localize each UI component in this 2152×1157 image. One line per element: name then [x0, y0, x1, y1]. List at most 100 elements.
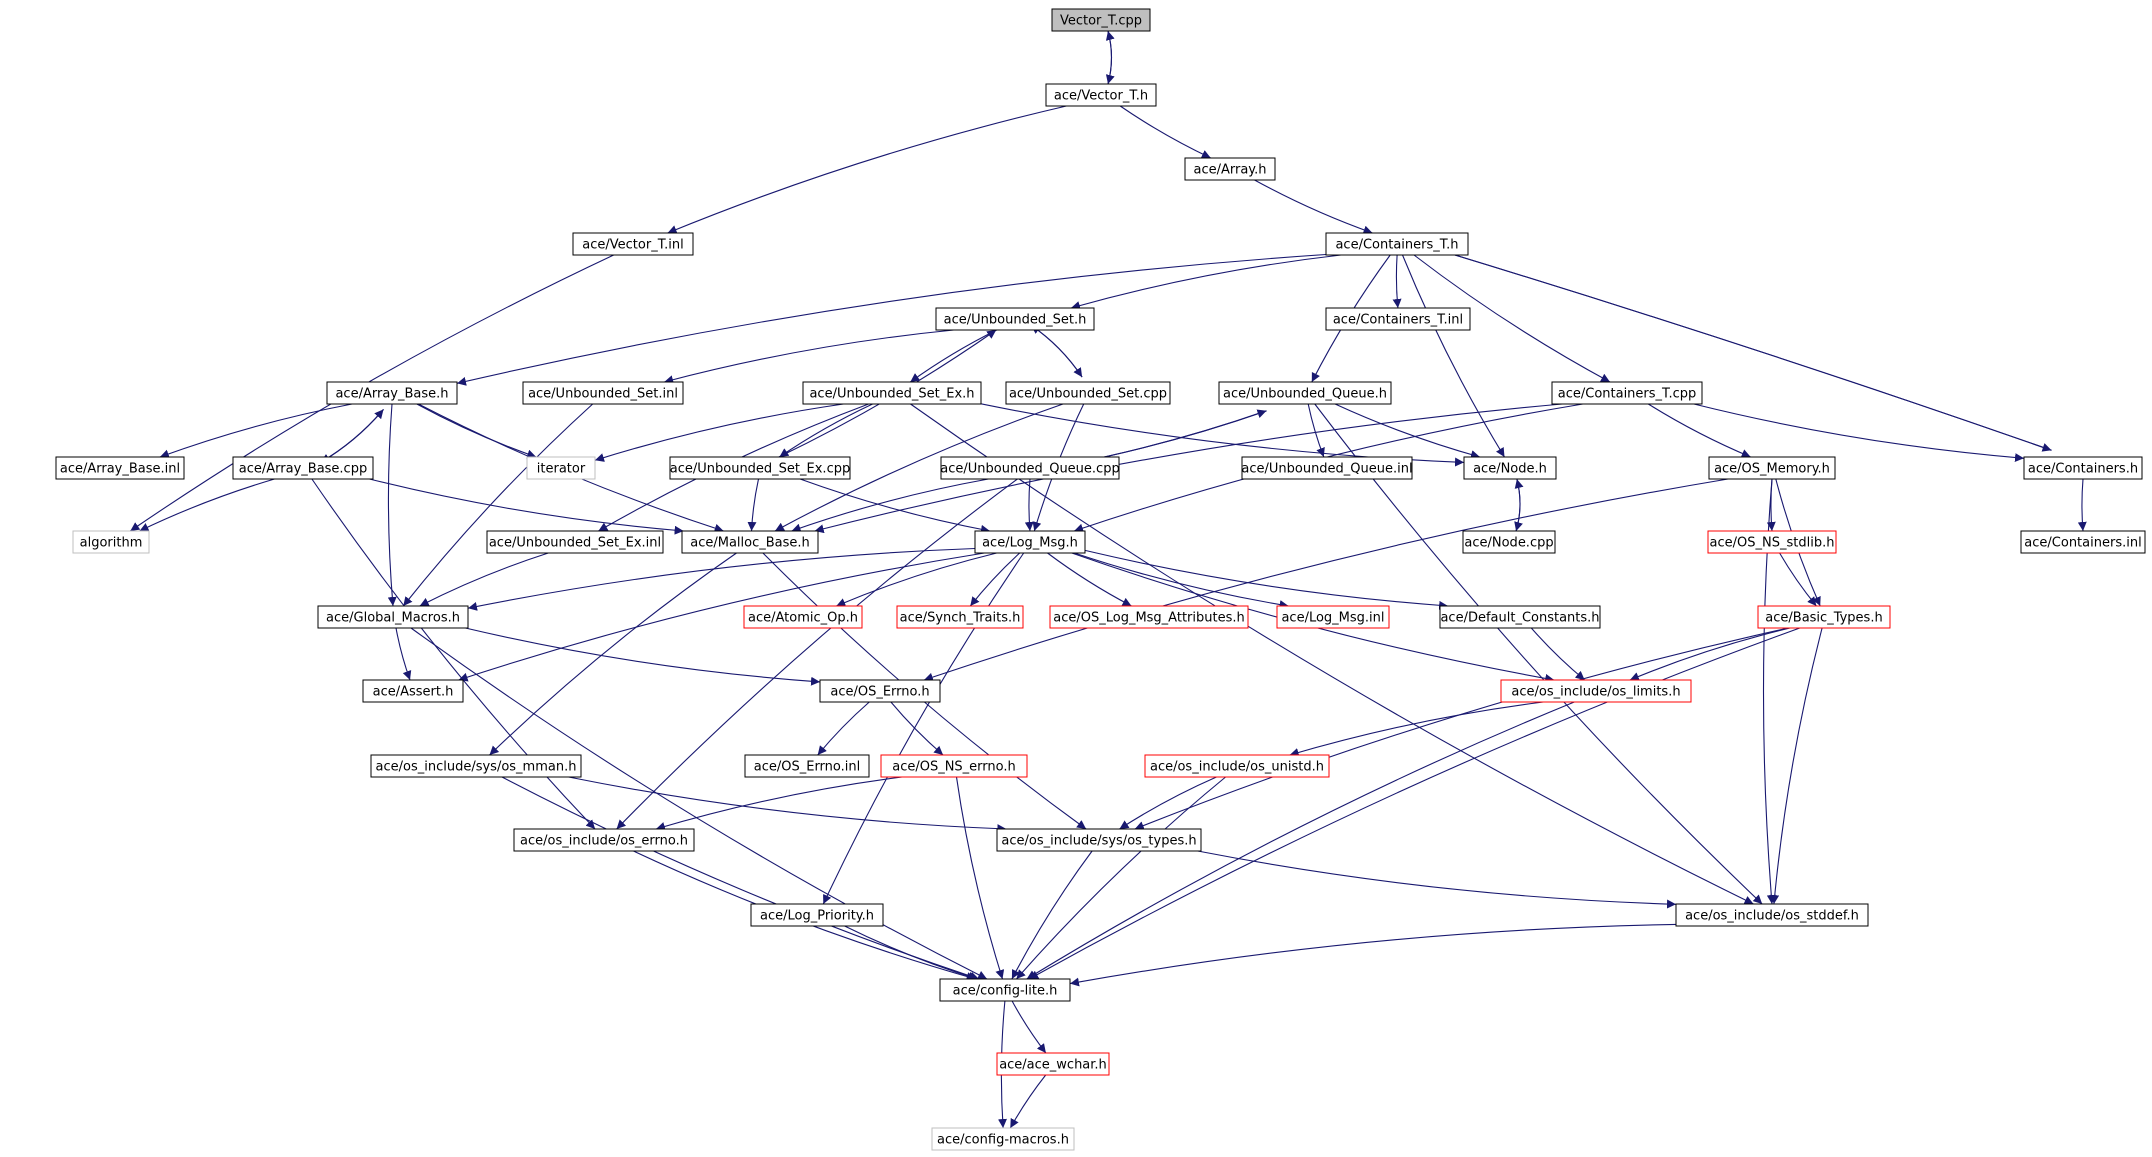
- node-label: ace/Array_Base.inl: [60, 462, 180, 477]
- node-label: ace/Unbounded_Set.inl: [528, 387, 678, 402]
- node-containers-h[interactable]: ace/Containers.h: [2023, 456, 2143, 480]
- node-label: ace/Atomic_Op.h: [748, 611, 858, 626]
- node-containers-t-h[interactable]: ace/Containers_T.h: [1325, 232, 1469, 256]
- edge-os_stddef_h-to-config_lite_h: [1069, 923, 1677, 987]
- node-box: [1144, 754, 1330, 778]
- edge-os_mman_h-to-os_types_h: [568, 776, 1007, 834]
- node-log-msg-inl[interactable]: ace/Log_Msg.inl: [1276, 605, 1390, 629]
- node-array-base-cpp[interactable]: ace/Array_Base.cpp: [232, 456, 374, 480]
- node-default-constants-h[interactable]: ace/Default_Constants.h: [1439, 605, 1601, 629]
- edge-containers_t_cpp-to-malloc_base_h: [814, 403, 1563, 534]
- node-array-base-inl[interactable]: ace/Array_Base.inl: [55, 456, 185, 480]
- node-os-log-msg-attributes-h[interactable]: ace/OS_Log_Msg_Attributes.h: [1049, 605, 1249, 629]
- node-synch-traits-h[interactable]: ace/Synch_Traits.h: [896, 605, 1024, 629]
- node-os-errno-inl[interactable]: ace/OS_Errno.inl: [744, 754, 870, 778]
- edge-containers_t_h-to-array_base_h: [456, 253, 1327, 386]
- node-atomic-op-h[interactable]: ace/Atomic_Op.h: [743, 605, 863, 629]
- node-os-limits-h[interactable]: ace/os_include/os_limits.h: [1500, 679, 1692, 703]
- node-containers-t-inl[interactable]: ace/Containers_T.inl: [1325, 307, 1471, 331]
- node-os-ns-errno-h[interactable]: ace/OS_NS_errno.h: [880, 754, 1028, 778]
- node-label: ace/Assert.h: [373, 685, 454, 700]
- node-label: ace/OS_Log_Msg_Attributes.h: [1053, 611, 1244, 626]
- node-label: ace/Default_Constants.h: [1440, 611, 1599, 626]
- edge-log_msg_h-to-log_msg_inl: [1074, 552, 1289, 609]
- node-label: ace/Containers_T.h: [1335, 238, 1458, 253]
- edge-os_ns_errno_h-to-os_include_errno_h: [655, 776, 903, 831]
- node-box: [743, 605, 863, 629]
- edge-os_ns_stdlib_h-to-basic_types_h: [1779, 552, 1817, 607]
- node-box: [1005, 381, 1171, 405]
- edge-os_ns_errno_h-to-config_lite_h: [955, 776, 1005, 980]
- node-box: [486, 530, 664, 554]
- node-ace-wchar-h[interactable]: ace/ace_wchar.h: [996, 1052, 1110, 1076]
- node-log-priority-h[interactable]: ace/Log_Priority.h: [750, 903, 884, 927]
- node-label: ace/Unbounded_Set_Ex.inl: [489, 536, 661, 551]
- node-containers-inl[interactable]: ace/Containers.inl: [2020, 530, 2146, 554]
- node-os-unistd-h[interactable]: ace/os_include/os_unistd.h: [1144, 754, 1330, 778]
- node-assert-h[interactable]: ace/Assert.h: [362, 679, 464, 703]
- node-vector-t-h[interactable]: ace/Vector_T.h: [1045, 83, 1157, 107]
- edge-basic_types_h-to-os_types_h: [1134, 627, 1789, 830]
- node-os-include-errno-h[interactable]: ace/os_include/os_errno.h: [513, 828, 695, 852]
- edge-unbounded_set_ex_h-to-node_h: [980, 403, 1465, 467]
- node-box: [996, 1052, 1110, 1076]
- node-box: [2020, 530, 2146, 554]
- node-unbounded-set-cpp[interactable]: ace/Unbounded_Set.cpp: [1005, 381, 1171, 405]
- node-box: [72, 530, 150, 554]
- node-unbounded-set-ex-inl[interactable]: ace/Unbounded_Set_Ex.inl: [486, 530, 664, 554]
- node-unbounded-queue-inl[interactable]: ace/Unbounded_Queue.inl: [1241, 456, 1413, 480]
- node-box: [1551, 381, 1703, 405]
- node-label: ace/os_include/sys/os_types.h: [1001, 834, 1196, 849]
- node-malloc-base-h[interactable]: ace/Malloc_Base.h: [681, 530, 819, 554]
- node-box: [681, 530, 819, 554]
- node-os-errno-h[interactable]: ace/OS_Errno.h: [819, 679, 941, 703]
- node-unbounded-set-ex-cpp[interactable]: ace/Unbounded_Set_Ex.cpp: [669, 456, 851, 480]
- edge-os_limits_h-to-config_lite_h: [1026, 701, 1575, 980]
- node-vector-t-inl[interactable]: ace/Vector_T.inl: [572, 232, 694, 256]
- node-node-h[interactable]: ace/Node.h: [1463, 456, 1557, 480]
- node-box: [513, 828, 695, 852]
- node-os-mman-h[interactable]: ace/os_include/sys/os_mman.h: [370, 754, 582, 778]
- node-basic-types-h[interactable]: ace/Basic_Types.h: [1757, 605, 1891, 629]
- node-node-cpp[interactable]: ace/Node.cpp: [1462, 530, 1556, 554]
- edge-log_priority_h-to-config_lite_h: [844, 925, 978, 981]
- edge-unbounded_queue_cpp-to-malloc_base_h: [791, 478, 989, 533]
- edge-layer: [129, 30, 2087, 1129]
- node-containers-t-cpp[interactable]: ace/Containers_T.cpp: [1551, 381, 1703, 405]
- node-os-ns-stdlib-h[interactable]: ace/OS_NS_stdlib.h: [1707, 530, 1837, 554]
- node-box: [1439, 605, 1601, 629]
- node-config-lite-h[interactable]: ace/config-lite.h: [939, 978, 1071, 1002]
- edge-os_limits_h-to-os_unistd_h: [1289, 701, 1544, 757]
- edge-global_macros_h-to-config_lite_h: [410, 627, 988, 980]
- node-label: ace/Containers_T.cpp: [1558, 387, 1696, 402]
- node-unbounded-set-inl[interactable]: ace/Unbounded_Set.inl: [522, 381, 684, 405]
- edge-log_msg_h-to-assert_h: [458, 552, 985, 682]
- edge-unbounded_set_inl-to-global_macros_h: [402, 403, 594, 607]
- node-unbounded-queue-cpp[interactable]: ace/Unbounded_Queue.cpp: [940, 456, 1120, 480]
- node-os-types-h[interactable]: ace/os_include/sys/os_types.h: [996, 828, 1202, 852]
- edge-node_cpp-to-node_h: [1514, 478, 1524, 532]
- edge-unbounded_set_ex_h-to-unbounded_set_ex_cpp: [779, 403, 873, 458]
- node-box: [522, 381, 684, 405]
- node-unbounded-set-ex-h[interactable]: ace/Unbounded_Set_Ex.h: [802, 381, 982, 405]
- node-os-stddef-h[interactable]: ace/os_include/os_stddef.h: [1675, 903, 1869, 927]
- node-vector-t-cpp[interactable]: Vector_T.cpp: [1051, 8, 1151, 32]
- node-global-macros-h[interactable]: ace/Global_Macros.h: [317, 605, 469, 629]
- node-box: [996, 828, 1202, 852]
- edge-vector_t_h-to-vector_t_cpp: [1105, 30, 1115, 85]
- node-label: ace/Containers.h: [2028, 462, 2138, 477]
- node-box: [1325, 307, 1471, 331]
- node-array-base-h[interactable]: ace/Array_Base.h: [326, 381, 458, 405]
- node-box: [1276, 605, 1390, 629]
- node-unbounded-queue-h[interactable]: ace/Unbounded_Queue.h: [1218, 381, 1392, 405]
- edge-ace_wchar_h-to-config_macros_h: [1009, 1074, 1047, 1129]
- edge-os_memory_h-to-os_errno_h: [923, 478, 1729, 682]
- node-box: [896, 605, 1024, 629]
- node-box: [802, 381, 982, 405]
- node-unbounded-set-h[interactable]: ace/Unbounded_Set.h: [935, 307, 1095, 331]
- node-label: ace/ace_wchar.h: [999, 1058, 1107, 1073]
- node-os-memory-h[interactable]: ace/OS_Memory.h: [1708, 456, 1836, 480]
- node-array-h[interactable]: ace/Array.h: [1184, 157, 1276, 181]
- edge-vector_t_h-to-vector_t_inl: [667, 105, 1067, 234]
- node-log-msg-h[interactable]: ace/Log_Msg.h: [974, 530, 1086, 554]
